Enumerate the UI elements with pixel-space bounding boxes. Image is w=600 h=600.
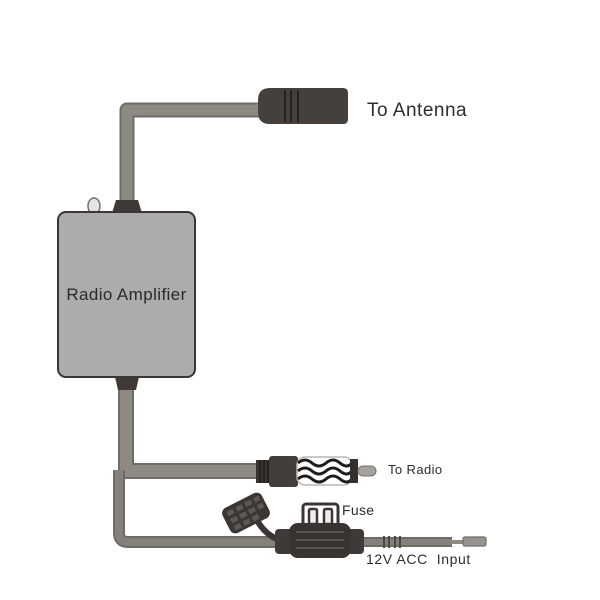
antenna-cable-core	[121, 104, 260, 214]
radio-plug-pin	[357, 465, 377, 477]
radio-plug-icon	[256, 456, 377, 487]
fuse-label: Fuse	[342, 502, 375, 518]
radio-amplifier-label: Radio Amplifier	[66, 284, 187, 304]
power-cable-left-core	[115, 470, 278, 546]
fuse-cap	[222, 492, 270, 534]
power-wire-stripped-neck	[451, 540, 464, 544]
radio-amplifier-box: Radio Amplifier	[57, 211, 196, 378]
power-input-label: 12V ACC Input	[366, 551, 471, 567]
fuse-cap-texture	[226, 495, 265, 531]
fuse-holder-right-collar	[347, 529, 364, 554]
fuse-holder-left-collar	[275, 529, 293, 554]
radio-plug-spring-coils	[297, 458, 354, 484]
radio-plug-knurl-ridges	[259, 460, 269, 483]
antenna-cable	[119, 102, 260, 214]
power-wire-tick-marks	[383, 536, 401, 548]
radio-plug-collar	[350, 459, 358, 483]
antenna-cable-ferrule	[112, 200, 142, 213]
fuse-holder-body-ribs	[296, 531, 344, 549]
antenna-plug-ridges	[284, 90, 299, 122]
to-radio-label: To Radio	[388, 462, 443, 477]
fuse-holder-icon	[222, 492, 364, 558]
antenna-plug-icon	[258, 88, 348, 124]
bottom-cable-ferrule	[115, 377, 139, 390]
radio-plug-body	[269, 456, 298, 487]
power-cable	[113, 470, 487, 548]
to-antenna-label: To Antenna	[367, 100, 468, 121]
radio-cable-outline	[118, 376, 259, 479]
radio-cable	[118, 376, 259, 479]
antenna-plug-body	[258, 88, 348, 124]
radio-cable-core	[120, 376, 259, 477]
power-wire-terminal-tip	[462, 536, 487, 547]
fuse-blade-prongs	[307, 507, 334, 526]
antenna-cable-outline	[119, 102, 260, 214]
